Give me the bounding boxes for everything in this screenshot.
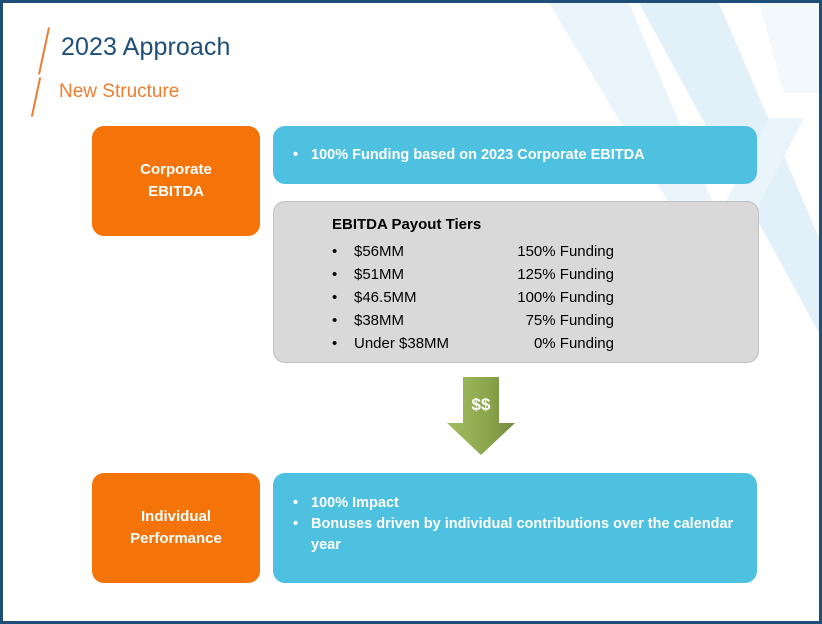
arrow-label: $$	[471, 395, 491, 414]
impact-bullet-text: Bonuses driven by individual contributio…	[311, 516, 734, 554]
individual-performance-label: Individual Performance	[130, 506, 222, 550]
ebitda-payout-tiers-panel: EBITDA Payout Tiers • $56MM 150% Funding…	[273, 201, 759, 363]
funding-bullet-list: • 100% Funding based on 2023 Corporate E…	[273, 126, 757, 166]
individual-performance-label-line2: Performance	[130, 530, 222, 547]
bullet-icon: •	[332, 266, 338, 283]
tier-amount: $51MM	[354, 266, 405, 283]
bullet-icon: •	[332, 335, 338, 352]
tier-funding: 100% Funding	[517, 289, 614, 306]
subtitle-slash-icon	[30, 77, 42, 117]
tier-amount: $46.5MM	[354, 289, 417, 306]
tier-row: • $38MM 75% Funding	[332, 309, 732, 332]
down-arrow-icon	[447, 377, 515, 455]
impact-bullet-item: • Bonuses driven by individual contribut…	[285, 514, 757, 556]
title-slash-icon	[38, 27, 50, 75]
tier-funding: 150% Funding	[517, 243, 614, 260]
bullet-icon: •	[293, 495, 299, 511]
tier-amount: $56MM	[354, 243, 405, 260]
impact-bullet-item: • 100% Impact	[285, 493, 757, 514]
corporate-ebitda-box: Corporate EBITDA	[92, 126, 260, 236]
tier-row: • $46.5MM 100% Funding	[332, 286, 732, 309]
tiers-list: • $56MM 150% Funding • $51MM 125% Fundin…	[332, 240, 732, 355]
page-subtitle: New Structure	[59, 81, 180, 102]
tier-amount: Under $38MM	[354, 335, 450, 352]
bullet-icon: •	[332, 243, 338, 260]
individual-performance-label-line1: Individual	[140, 508, 211, 526]
impact-callout-box: • 100% Impact • Bonuses driven by indivi…	[273, 473, 757, 583]
impact-bullet-text: 100% Impact	[311, 495, 399, 511]
individual-performance-box: Individual Performance	[92, 473, 260, 583]
tier-funding: 75% Funding	[525, 312, 614, 329]
funding-callout-box: • 100% Funding based on 2023 Corporate E…	[273, 126, 757, 184]
tiers-heading: EBITDA Payout Tiers	[332, 216, 482, 233]
impact-bullet-list: • 100% Impact • Bonuses driven by indivi…	[273, 473, 757, 556]
tier-row: • $56MM 150% Funding	[332, 240, 732, 263]
bullet-icon: •	[293, 147, 299, 163]
tier-amount: $38MM	[354, 312, 405, 329]
corporate-ebitda-label-line2: EBITDA	[148, 183, 204, 200]
tier-row: • $51MM 125% Funding	[332, 263, 732, 286]
funding-bullet-item: • 100% Funding based on 2023 Corporate E…	[285, 145, 757, 166]
tier-row: • Under $38MM 0% Funding	[332, 332, 732, 355]
down-arrow: $$	[447, 377, 515, 455]
bullet-icon: •	[293, 516, 299, 533]
corporate-ebitda-label: Corporate EBITDA	[140, 159, 212, 203]
page-title: 2023 Approach	[61, 33, 231, 61]
bullet-icon: •	[332, 312, 338, 329]
title-block: 2023 Approach New Structure	[30, 19, 533, 119]
tier-funding: 125% Funding	[517, 266, 614, 283]
bullet-icon: •	[332, 289, 338, 306]
tier-funding: 0% Funding	[533, 335, 614, 352]
funding-bullet-text: 100% Funding based on 2023 Corporate EBI…	[311, 147, 645, 163]
corporate-ebitda-label-line1: Corporate	[140, 161, 212, 179]
